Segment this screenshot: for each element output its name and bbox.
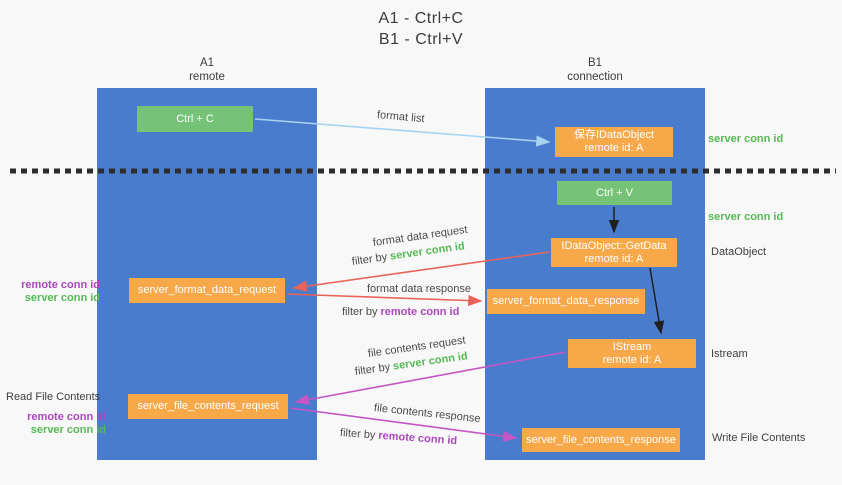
file-request-conn-ids: remote conn id server conn id [18,411,106,437]
file-contents-response-arrow [289,407,518,442]
ctrl-v-label: Ctrl + V [596,186,633,199]
istream-node: IStream remote id: A [568,339,696,368]
filter-by-text: filter by [342,306,378,318]
istream-title: IStream [612,340,652,353]
ctrl-c-node: Ctrl + C [137,106,253,132]
getdata-node: IDataObject::GetData remote id: A [551,238,677,267]
ctrl-v-node: Ctrl + V [557,181,672,205]
save-idataobject-title: 保存IDataObject [573,129,655,141]
format-request-conn-ids: remote conn id server conn id [12,279,100,305]
server-conn-id-mid-label: server conn id [708,211,784,223]
server-file-contents-response-node: server_file_contents_response [522,428,680,452]
format-data-response-label: format data response [367,283,471,295]
title-line-1: A1 - Ctrl+C [378,10,464,27]
format-data-response-arrow [286,293,483,307]
server-format-data-request-node: server_format_data_request [129,278,285,303]
save-idataobject-remote-id: remote id: A [584,142,644,154]
title-line-2: B1 - Ctrl+V [378,31,464,48]
getdata-to-istream-arrow [649,267,665,335]
server-file-contents-request-node: server_file_contents_request [128,394,288,419]
format-list-arrow [254,118,551,147]
server-format-data-request-label: server_format_data_request [137,284,277,296]
getdata-title: IDataObject::GetData [561,239,667,252]
filter-by-text: filter by [339,427,376,442]
lane-a1-name: A1 [199,57,215,69]
lane-b1-subtitle: connection [567,71,623,83]
diagram-title: A1 - Ctrl+C B1 - Ctrl+V [0,8,842,50]
lane-a1-header: A1 remote [97,56,317,84]
lane-b1-name: B1 [587,57,603,69]
lane-a1-subtitle: remote [189,71,225,83]
remote-conn-id-label: remote conn id [27,411,106,423]
server-format-data-response-node: server_format_data_response [487,289,645,314]
lane-b1-header: B1 connection [485,56,705,84]
server-file-contents-request-label: server_file_contents_request [137,400,279,412]
server-conn-id-label: server conn id [24,292,100,304]
file-contents-request-arrow [294,351,567,406]
server-format-data-response-label: server_format_data_response [492,295,640,307]
remote-conn-id-key: remote conn id [380,306,460,318]
save-idataobject-node: 保存IDataObject remote id: A [555,127,673,157]
read-file-contents-label: Read File Contents [6,391,101,403]
format-data-request-arrow [292,251,550,292]
dataobject-label: DataObject [711,246,767,258]
server-conn-id-top-label: server conn id [708,133,784,145]
remote-conn-id-label: remote conn id [21,279,100,291]
server-conn-id-label: server conn id [30,424,106,436]
istream-side-label: Istream [711,348,748,360]
getdata-remote-id: remote id: A [584,252,644,265]
server-file-contents-response-label: server_file_contents_response [526,433,676,446]
write-file-contents-label: Write File Contents [712,432,806,444]
istream-remote-id: remote id: A [602,353,662,366]
ctrl-c-label: Ctrl + C [176,112,214,125]
